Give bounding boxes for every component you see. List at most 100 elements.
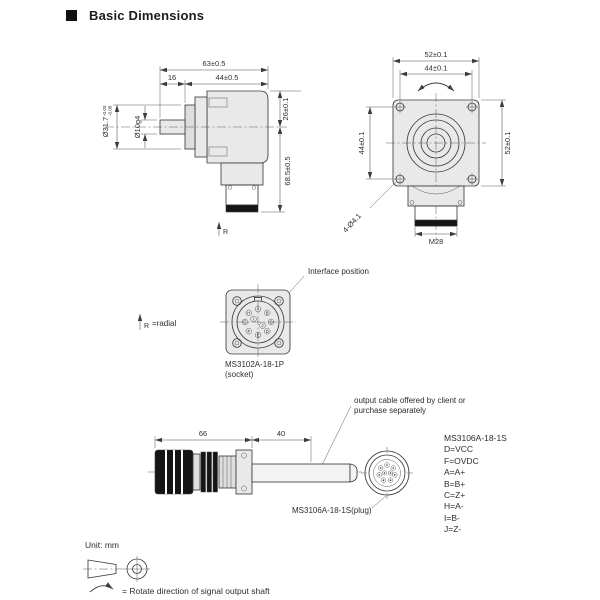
backshell-screw [241, 485, 247, 492]
rotation-arrow-icon [417, 82, 455, 92]
section-bullet-icon [66, 10, 77, 21]
side-connector-ring [225, 204, 259, 213]
radial-mark-label: R [223, 229, 228, 236]
unit-label: Unit: mm [85, 540, 119, 550]
backshell-screw [241, 452, 247, 459]
dim-flange-height-label: 52±0.1 [503, 132, 512, 155]
mounting-holes-callout-label: 4-Ø4.1 [341, 211, 363, 234]
dim-total-depth: 63±0.5 [160, 59, 268, 73]
footer-legend: Unit: mm = Rotate direction of signal ou… [83, 540, 270, 596]
cable-end [349, 463, 358, 483]
bearing-detail-top [208, 97, 228, 108]
plug-rib [165, 450, 167, 494]
cable-assembly-drawing: output cable offered by client or purcha… [148, 396, 466, 515]
dim-shaft-diameter: Ø10g4 [133, 106, 148, 148]
mounting-hole [466, 173, 478, 185]
housing-foot [220, 162, 264, 186]
rotation-legend: = Rotate direction of signal output shaf… [122, 586, 270, 596]
pinout-title: MS3106A-18-1S [444, 433, 507, 443]
dim-hole-spacing-top: 44±0.1 [400, 64, 472, 77]
dim-shaft-dia-label: Ø10g4 [133, 116, 142, 139]
radial-note: R =radial [137, 314, 176, 330]
pinout-row: J=Z- [444, 524, 462, 535]
pin-label: F [247, 329, 250, 334]
cable-note-line1: output cable offered by client or [354, 396, 466, 405]
plug-face-pins [376, 462, 398, 483]
cable-note-line2: purchase separately [354, 406, 426, 415]
socket-pins: A B C D E F G H I J [241, 305, 275, 339]
dim-center-height-label: 26±0.1 [281, 98, 290, 121]
neck-nub-right [457, 200, 463, 205]
dim-total-depth-label: 63±0.5 [203, 59, 226, 68]
pinout-row: B=B+ [444, 478, 466, 489]
pin-label: D [266, 329, 269, 334]
dim-body-depth: 44±0.5 [185, 73, 268, 87]
dim-flange-width: 52±0.1 [393, 50, 479, 64]
pinout-list: MS3106A-18-1S D=VCC F=OVDC A=A+ B=B+ C=Z… [444, 433, 507, 536]
plug-collar [192, 453, 201, 491]
interface-position-label: Interface position [308, 267, 369, 276]
pinout-row: H=A- [444, 501, 464, 512]
socket-kind-label: (socket) [225, 370, 254, 379]
mounting-hole [394, 101, 406, 113]
projection-symbol-icon [83, 556, 150, 582]
connector-nub-right [251, 185, 257, 190]
connector-nub-left [227, 185, 233, 190]
pin-label: G [243, 320, 247, 325]
pinout-row: C=Z+ [444, 490, 466, 501]
m28-connector-ring [414, 219, 458, 227]
radial-direction-mark: R [216, 222, 228, 236]
dim-body-depth-label: 44±0.5 [216, 73, 239, 82]
pin-label: A [257, 307, 260, 312]
dim-total-height-label: 68.5±0.5 [283, 156, 292, 185]
dim-flange-height: 52±0.1 [499, 100, 512, 186]
dim-hole-spacing-left: 44±0.1 [357, 107, 373, 179]
dim-connector-thread-label: M28 [429, 237, 444, 246]
mounting-hole [466, 101, 478, 113]
socket-flange-holes [232, 296, 284, 348]
front-view-drawing: 52±0.1 44±0.1 44±0.1 [341, 50, 512, 246]
pin-label: E [257, 333, 260, 338]
plug-rib [181, 450, 183, 494]
pin-label: I [253, 317, 254, 322]
dim-boss-tol-upper: -0.03 [102, 105, 107, 116]
dim-plug-length-label: 66 [199, 429, 207, 438]
plug-rib [173, 450, 175, 494]
side-connector-body [225, 184, 259, 206]
radial-note-text: =radial [152, 319, 176, 328]
mounting-hole [394, 173, 406, 185]
pin-label: J [261, 323, 263, 328]
plug-thread-section [218, 455, 237, 489]
dim-center-height: 26±0.1 [277, 91, 290, 127]
rotation-symbol-icon [89, 582, 114, 593]
dim-boss-tol-lower: -0.08 [108, 105, 113, 116]
dim-shaft-length: 16 [160, 73, 185, 87]
output-cable [251, 463, 358, 483]
plug-band [212, 451, 218, 493]
mounting-holes-callout: 4-Ø4.1 [341, 181, 397, 234]
pinout-row: I=B- [444, 512, 460, 523]
pin-label: H [247, 310, 250, 315]
dim-boss-dia-label: Ø31.7 [101, 117, 110, 137]
pinout-row: D=VCC [444, 444, 474, 455]
plug-backshell [235, 449, 253, 495]
mounting-holes [394, 101, 478, 185]
dim-gland-length-label: 40 [277, 429, 285, 438]
plug-face [361, 447, 413, 499]
pin-label: B [266, 310, 269, 315]
side-view-drawing: 63±0.5 16 44±0.5 26±0.1 68.5±0.5 Ø31.7 -… [101, 59, 301, 236]
dim-shaft-length-label: 16 [168, 73, 176, 82]
section-header: Basic Dimensions [66, 8, 204, 23]
dim-boss-diameter: Ø31.7 -0.03 -0.08 [101, 105, 120, 149]
plug-label: MS3106A-18-1S(plug) [292, 506, 372, 515]
neck-arc-detail [411, 185, 461, 195]
dim-hole-spacing-top-label: 44±0.1 [425, 64, 448, 73]
socket-model-label: MS3102A-18-1P [225, 360, 284, 369]
pinout-row: F=OVDC [444, 455, 479, 466]
pinout-row: A=A+ [444, 467, 466, 478]
pin-label: C [269, 320, 272, 325]
dim-total-height: 68.5±0.5 [277, 127, 292, 212]
cable-plug-body [154, 449, 253, 495]
shaft-front-circles [406, 113, 466, 173]
